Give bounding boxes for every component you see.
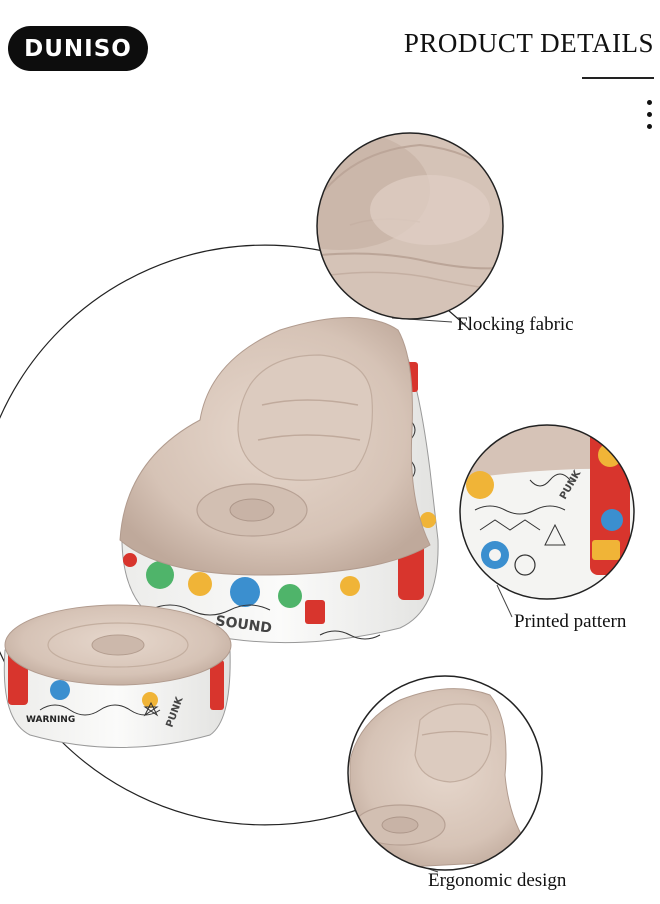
feature-label-pattern: Printed pattern: [514, 611, 627, 632]
brand-logo-text: DUNISO: [24, 35, 132, 62]
detail-circle-pattern: PUNK: [460, 425, 634, 599]
detail-circle-ergonomic: [348, 676, 542, 870]
brand-logo: DUNISO: [8, 26, 148, 71]
more-vertical-icon[interactable]: [647, 100, 653, 136]
feature-label-ergonomic: Ergonomic design: [428, 870, 567, 891]
lounge-chair: SOUND: [119, 317, 439, 644]
detail-circle-flocking: [317, 133, 503, 319]
svg-text:SOUND: SOUND: [214, 613, 272, 637]
title-underline: [582, 77, 654, 79]
outline-circle: [0, 244, 471, 826]
feature-label-flocking: Flocking fabric: [457, 314, 574, 335]
page-title: PRODUCT DETAILS: [403, 28, 654, 58]
ottoman: WARNING PUNK: [3, 604, 232, 748]
warning-label: WARNING: [26, 715, 75, 725]
